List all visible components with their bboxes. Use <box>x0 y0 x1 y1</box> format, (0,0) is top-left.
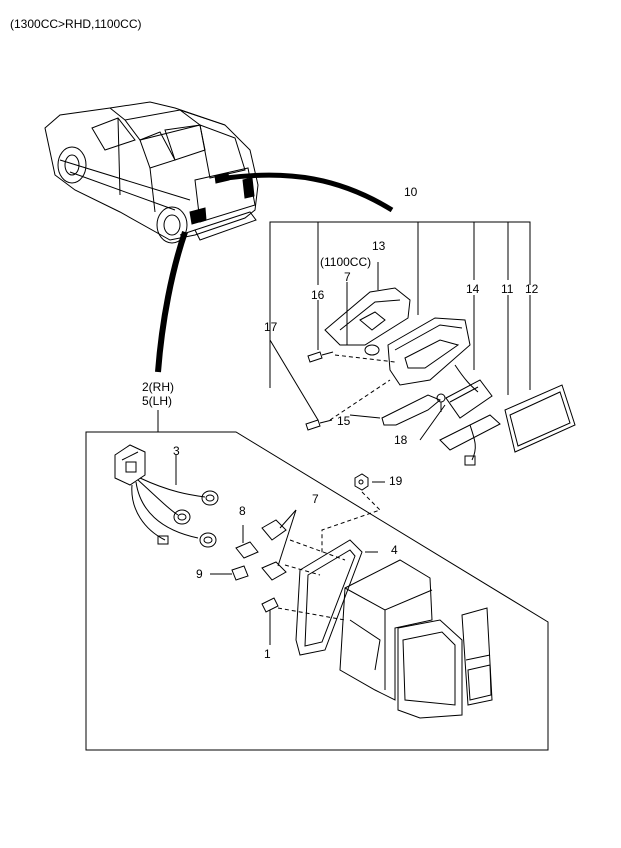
callout-16: 16 <box>311 288 325 302</box>
callout-7-top: 7 <box>344 270 351 284</box>
car-rear-lamp-marker <box>189 207 207 225</box>
callout-7-bottom: 7 <box>312 492 319 506</box>
callout-19: 19 <box>389 474 403 488</box>
diagram-header-note: (1300CC>RHD,1100CC) <box>10 17 142 31</box>
callout-15: 15 <box>337 414 351 428</box>
pointer-to-license-lamp <box>225 172 394 213</box>
callout-13: 13 <box>372 239 386 253</box>
callout-3: 3 <box>173 444 180 458</box>
callout-4: 4 <box>391 543 398 557</box>
callout-5-lh: 5(LH) <box>142 394 173 408</box>
license-lamp-group <box>269 221 576 466</box>
rear-lamp-group <box>114 444 493 719</box>
callout-8: 8 <box>239 504 246 518</box>
callout-18: 18 <box>394 433 408 447</box>
callout-13-note: (1100CC) <box>320 255 372 269</box>
callout-10: 10 <box>404 185 418 199</box>
callout-14: 14 <box>466 282 480 296</box>
car-rear-lamp-marker-right <box>242 177 255 199</box>
callout-12: 12 <box>525 282 539 296</box>
rear-lamp-group-frame <box>85 431 549 751</box>
callout-11: 11 <box>501 282 514 296</box>
callout-1: 1 <box>264 647 271 661</box>
callout-2-rh: 2(RH) <box>142 380 174 394</box>
rear-lamp-lens <box>397 619 463 719</box>
callout-17: 17 <box>264 320 278 334</box>
pointer-to-rear-lamp <box>155 231 188 373</box>
car-illustration <box>44 101 259 244</box>
callout-9: 9 <box>196 567 203 581</box>
